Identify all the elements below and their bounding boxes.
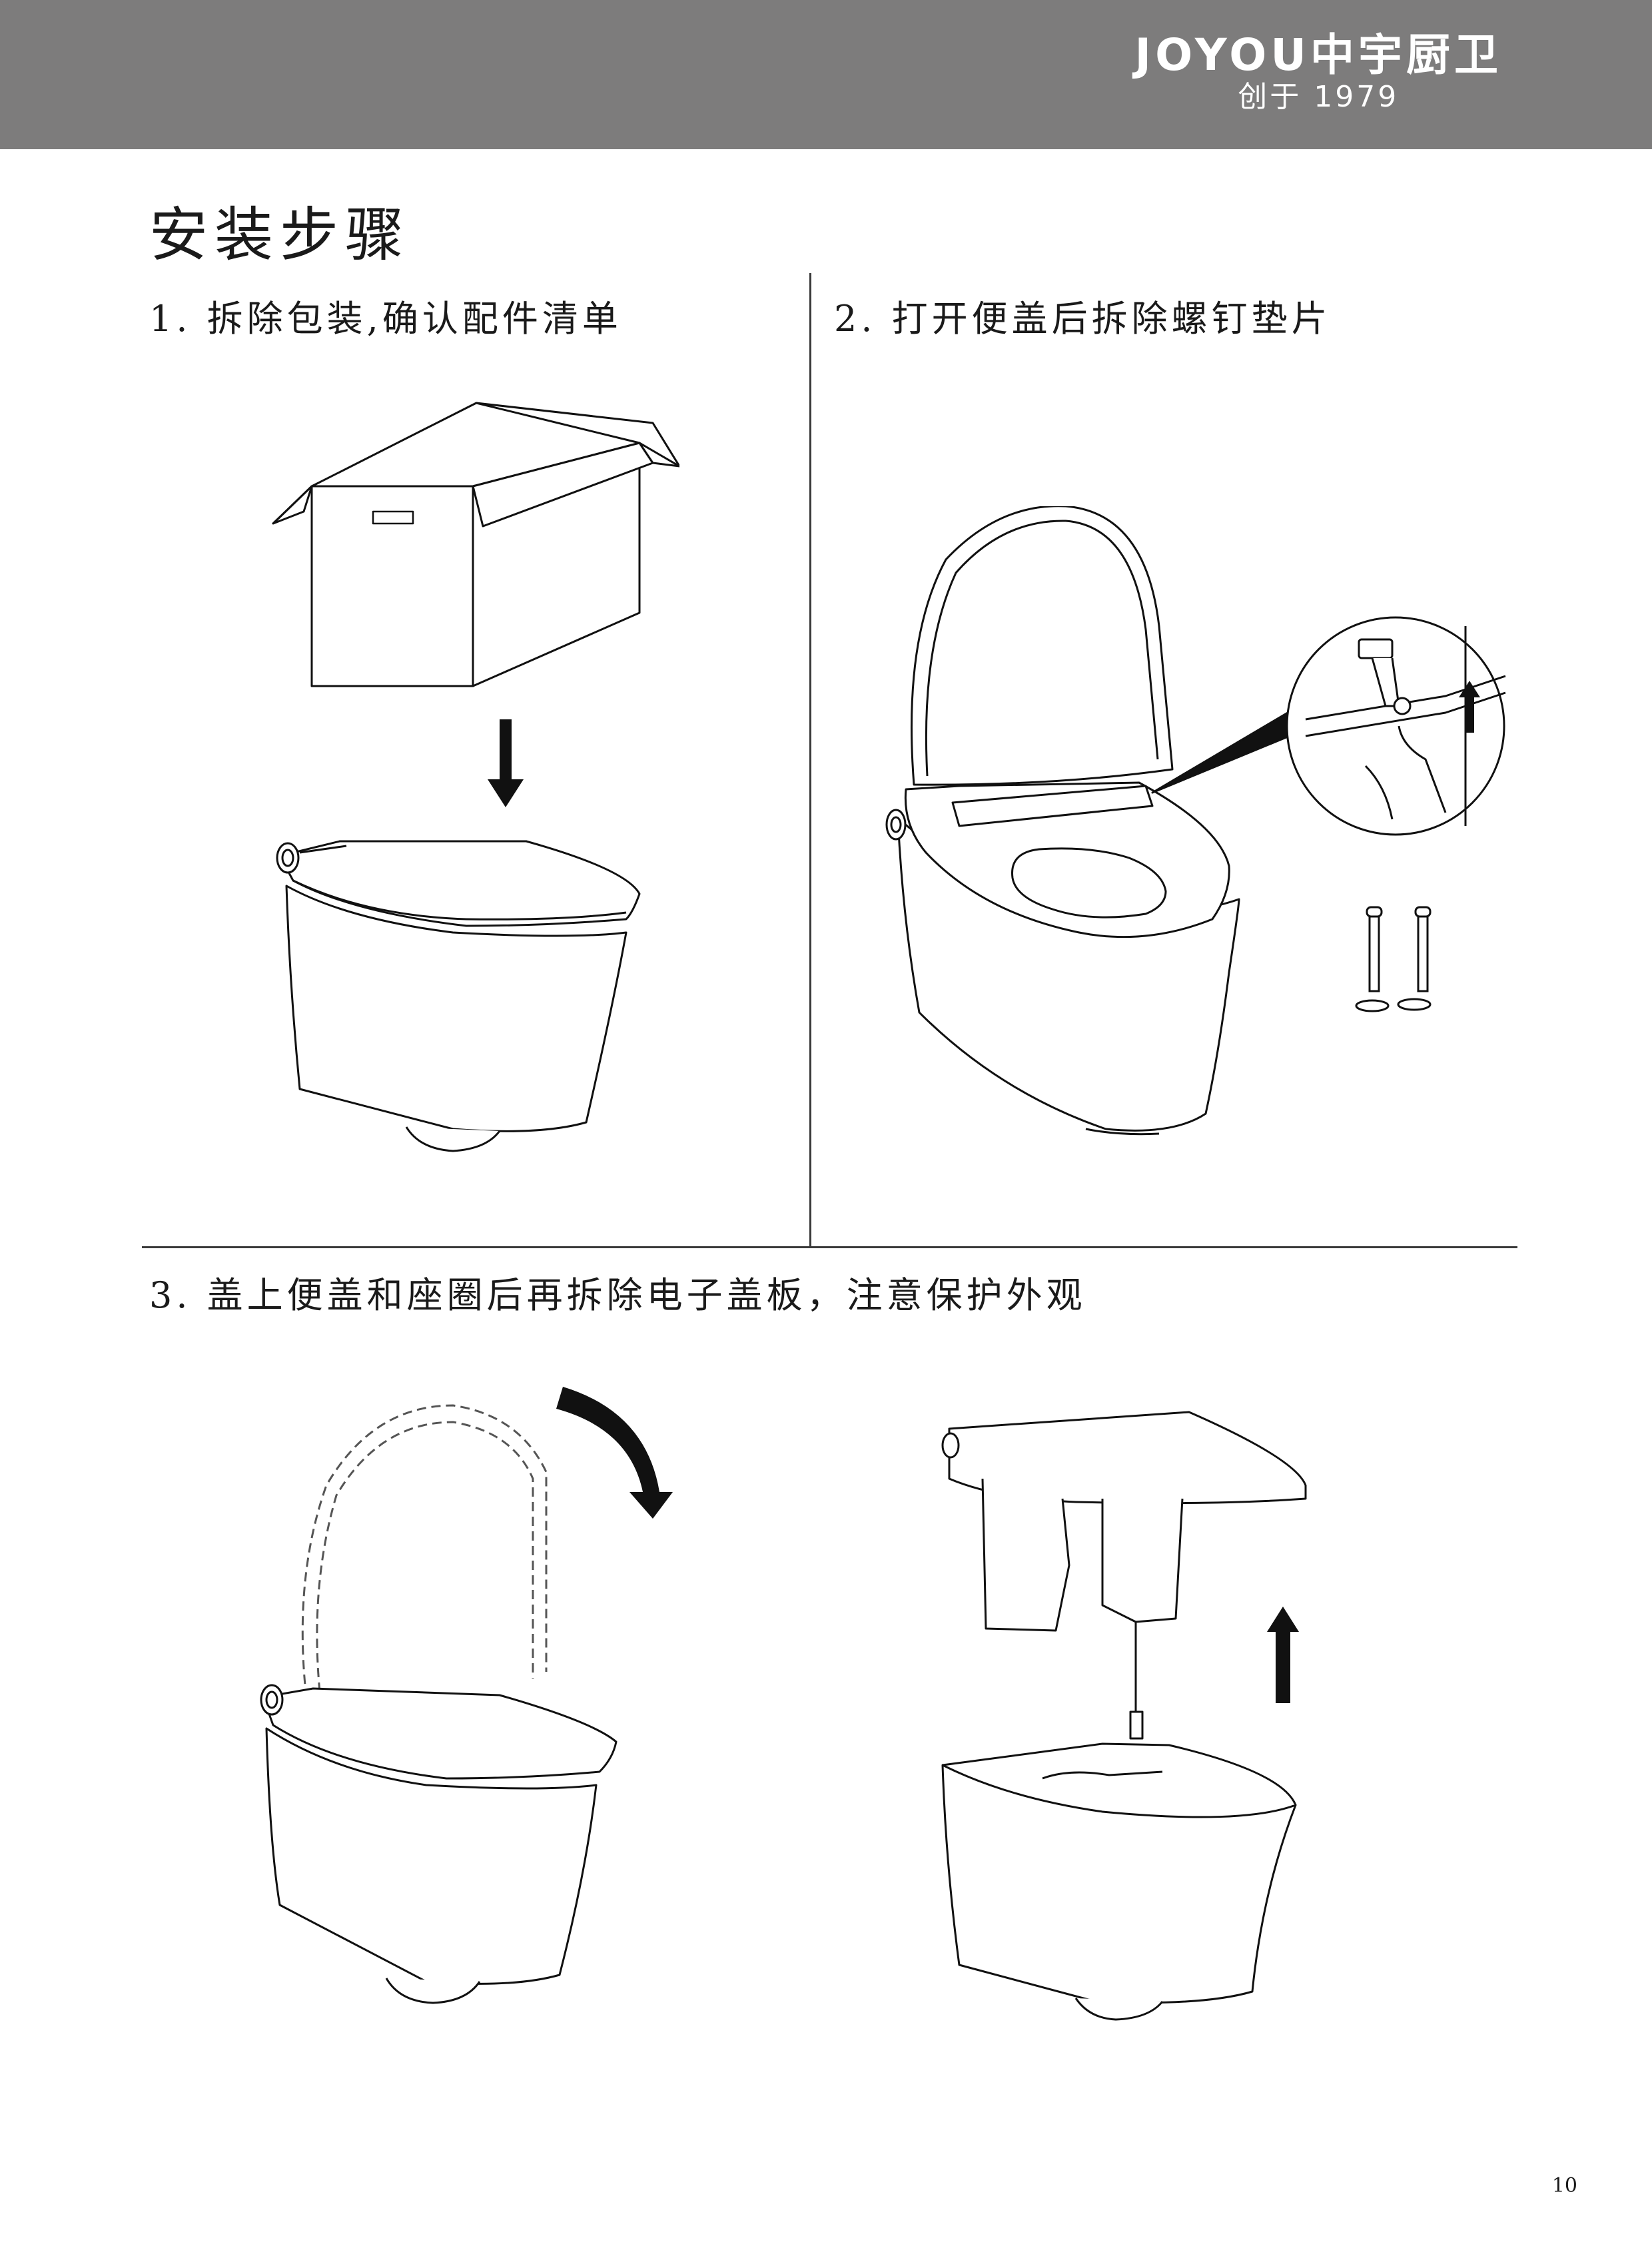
step-2-illustration <box>885 506 1506 1136</box>
up-arrow-icon <box>1459 681 1480 733</box>
horizontal-divider <box>142 1246 1517 1248</box>
curved-arrow-icon <box>556 1387 673 1519</box>
step-3-removal-illustration <box>941 1411 1307 2021</box>
step-2-label: 2. 打开便盖后拆除螺钉垫片 <box>834 298 1332 340</box>
brand-logo: JOYOU中宇厨卫 创于 1979 <box>1135 32 1502 115</box>
toilet-closed-illustration <box>260 1684 618 2004</box>
header-bar: JOYOU中宇厨卫 创于 1979 <box>0 0 1652 149</box>
step-3-closing-illustration <box>260 1387 673 2004</box>
step-3-label: 3. 盖上便盖和座圈后再拆除电子盖板，注意保护外观 <box>149 1274 1086 1316</box>
lid-motion-outline <box>301 1404 548 1699</box>
electronic-cover-illustration <box>941 1411 1307 1740</box>
up-arrow-icon <box>1267 1607 1299 1703</box>
brand-logo-text: JOYOU中宇厨卫 <box>1134 29 1502 81</box>
box-illustration <box>272 402 679 687</box>
toilet-closed-illustration <box>276 840 641 1152</box>
detail-zoom-circle <box>1286 616 1506 836</box>
toilet-open-illustration <box>885 506 1240 1136</box>
page-number: 10 <box>1551 2174 1577 2197</box>
page-title: 安装步骤 <box>149 200 411 269</box>
vertical-divider <box>809 273 811 1248</box>
step-1-label: 1. 拆除包装,确认配件清单 <box>149 298 622 340</box>
brand-tagline: 创于 1979 <box>1238 80 1400 114</box>
screws-and-washers-illustration <box>1355 906 1432 1012</box>
toilet-base-illustration <box>941 1742 1297 2021</box>
step-1-illustration <box>272 402 679 1152</box>
down-arrow-icon <box>488 719 524 807</box>
